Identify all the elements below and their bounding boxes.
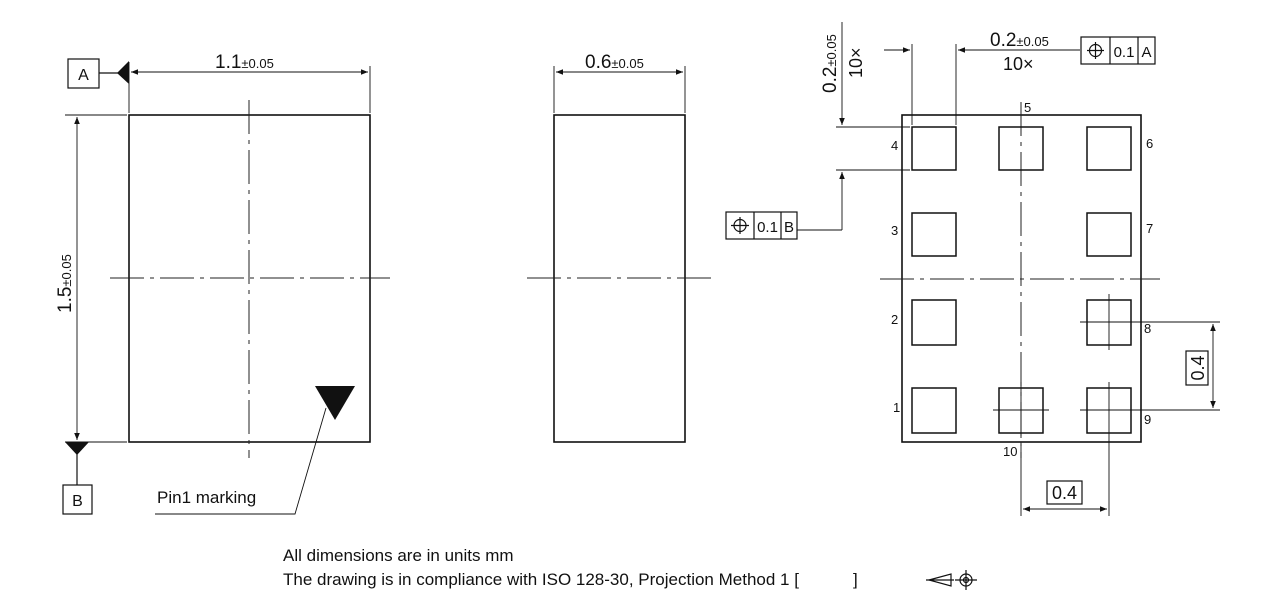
pin1-leader <box>155 407 327 515</box>
pad-height-dim-text: 0.2±0.05 <box>820 34 841 93</box>
pin-9-label: 9 <box>1144 412 1151 427</box>
pad-center-marks <box>993 294 1138 438</box>
datum-b-label: B <box>72 493 83 510</box>
pitch-v-box <box>1185 350 1209 386</box>
datum-a-triangle <box>117 61 129 84</box>
pitch-v-text: 0.4 <box>1188 355 1208 380</box>
pin-4-label: 4 <box>891 138 898 153</box>
pad-2 <box>911 299 957 346</box>
pin-1-label: 1 <box>893 400 900 415</box>
fcf-b-datum: B <box>784 219 794 236</box>
note-standard: The drawing is in compliance with ISO 12… <box>283 569 858 591</box>
pin1-label: Pin1 marking <box>157 488 256 507</box>
top-view: Pin1 marking 1.1±0.05 A 1.5±0.05 B <box>55 52 390 515</box>
pad-3 <box>911 212 957 257</box>
pin-5-label: 5 <box>1024 100 1031 115</box>
pad-width-count: 10× <box>1003 54 1034 74</box>
pitch-h-text: 0.4 <box>1052 483 1077 503</box>
fcf-position-a: 0.1 A <box>1080 36 1156 65</box>
pad-1 <box>911 387 957 434</box>
note-units: All dimensions are in units mm <box>283 546 514 565</box>
datum-a-label: A <box>78 67 89 84</box>
pin-10-label: 10 <box>1003 444 1017 459</box>
pad-height-count: 10× <box>846 47 866 78</box>
fcf-b-value: 0.1 <box>757 219 778 236</box>
fcf-position-b: 0.1 B <box>725 211 798 240</box>
note-standard-suffix: ] <box>852 570 858 589</box>
width-dim-text: 1.1±0.05 <box>215 52 274 73</box>
pin-8-label: 8 <box>1144 321 1151 336</box>
side-view: 0.6±0.05 <box>527 52 713 443</box>
pitch-h-box <box>1046 480 1083 505</box>
pin-3-label: 3 <box>891 223 898 238</box>
pin-7-label: 7 <box>1146 221 1153 236</box>
datum-b-box <box>62 484 93 515</box>
pin-6-label: 6 <box>1146 136 1153 151</box>
note-standard-prefix: The drawing is in compliance with ISO 12… <box>283 570 799 589</box>
bottom-view: 1 2 3 4 5 6 7 8 9 10 0.2±0.05 10× 0.1 A <box>725 22 1220 516</box>
pad-5 <box>998 126 1044 171</box>
height-dim-text: 1.5±0.05 <box>55 254 76 313</box>
fcf-a-datum: A <box>1141 44 1151 61</box>
thickness-dim-text: 0.6±0.05 <box>585 52 644 73</box>
projection-method-symbol <box>926 570 977 590</box>
datum-b-triangle <box>65 442 89 455</box>
pad-4 <box>911 126 957 171</box>
pad-width-dim-text: 0.2±0.05 <box>990 30 1049 51</box>
fcf-a-value: 0.1 <box>1114 44 1135 61</box>
pad-7 <box>1086 212 1132 257</box>
pad-6 <box>1086 126 1132 171</box>
pin-2-label: 2 <box>891 312 898 327</box>
pin1-marker <box>315 386 355 420</box>
